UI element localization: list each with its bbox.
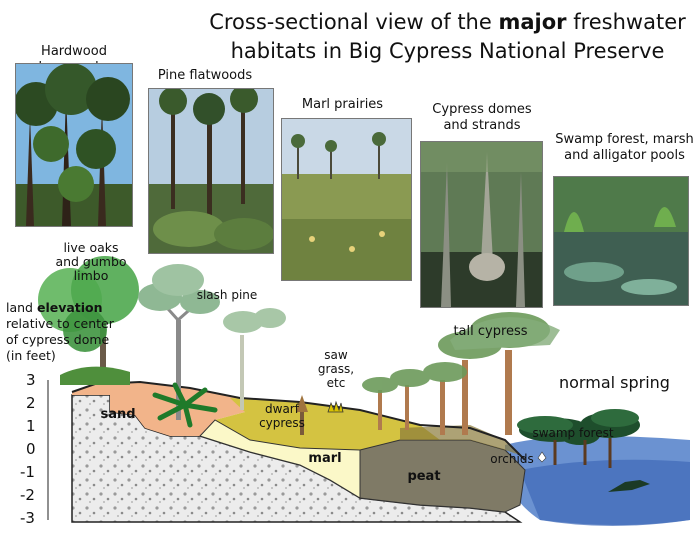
title-part-2: freshwater habitats in Big Cypress Natio… — [230, 10, 686, 63]
elevation-note-bold: elevation — [36, 300, 103, 315]
tick-0: 0 — [26, 440, 36, 458]
label-sand: sand — [100, 407, 136, 422]
habitat-label-marl: Marl prairies — [301, 97, 384, 112]
orchid-icon — [537, 451, 547, 463]
swamp-forest-photo — [553, 176, 689, 306]
title-part-1: Cross-sectional view of the — [209, 10, 499, 34]
label-peat: peat — [407, 469, 441, 484]
elevation-note: land elevation relative to center of cyp… — [6, 300, 126, 364]
habitat-label-pine: Pine flatwoods — [157, 68, 253, 83]
hardwood-hammock-photo — [15, 63, 133, 227]
pine-flatwoods-photo — [148, 88, 274, 254]
saw-grass-icon — [327, 400, 344, 413]
tick-2: 2 — [26, 394, 36, 412]
tick-3: 3 — [26, 371, 36, 389]
title-bold-word: major — [498, 10, 567, 34]
label-swamp-forest: swamp forest — [532, 426, 614, 440]
elevation-note-rest: relative to center of cypress dome (in f… — [6, 316, 114, 363]
label-saw-grass: saw grass, etc — [317, 348, 355, 390]
habitat-label-cypress: Cypress domes and strands — [432, 102, 532, 133]
elevation-note-prefix: land — [6, 300, 37, 315]
tick-1: 1 — [26, 417, 36, 435]
marl-prairie-surface — [215, 398, 440, 452]
marl-prairie-photo — [281, 118, 412, 281]
alligator-icon — [608, 480, 650, 492]
tick-minus-1: -1 — [20, 463, 35, 481]
label-live-oaks: live oaks and gumbo limbo — [55, 240, 127, 283]
label-marl: marl — [308, 451, 342, 466]
label-dwarf-cypress: dwarf cypress — [259, 402, 305, 430]
label-normal-spring: normal spring — [559, 373, 670, 392]
tick-minus-3: -3 — [20, 509, 35, 527]
habitat-label-swamp: Swamp forest, marsh and alligator pools — [555, 132, 694, 163]
label-slash-pine: slash pine — [196, 288, 258, 302]
tick-minus-2: -2 — [20, 486, 35, 504]
cypress-dome-photo — [420, 141, 543, 308]
label-tall-cypress: tall cypress — [453, 324, 528, 339]
diagram-title: Cross-sectional view of the major freshw… — [200, 8, 695, 66]
label-orchids: orchids — [490, 452, 534, 466]
